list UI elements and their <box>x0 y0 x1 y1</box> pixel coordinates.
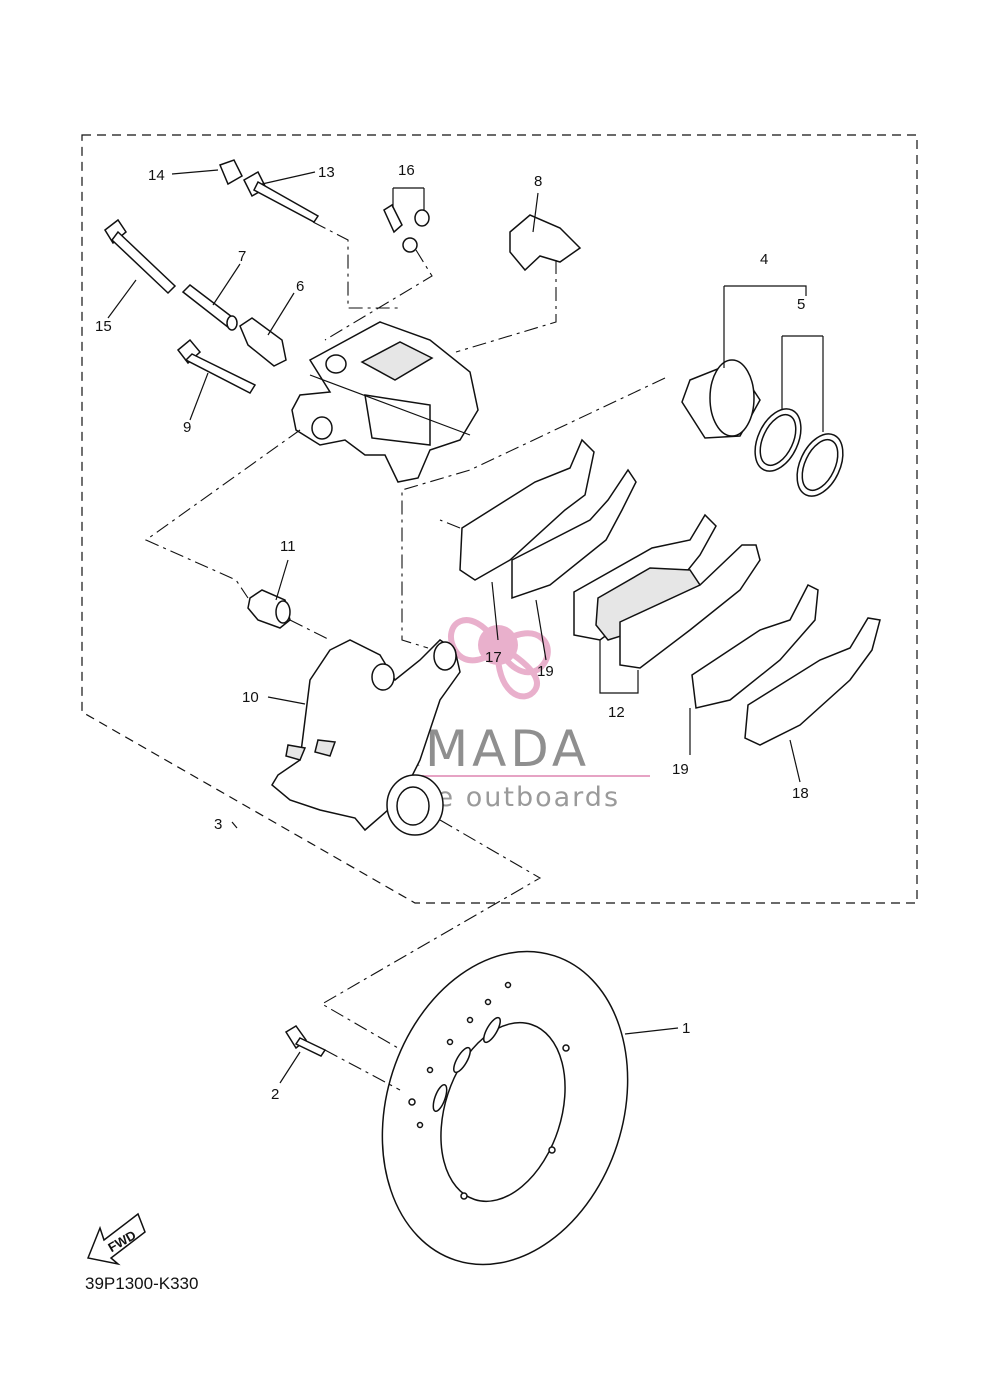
leader-lines <box>144 221 666 1091</box>
bolt-15 <box>104 218 177 295</box>
callout-3: 3 <box>214 816 222 833</box>
callout-10: 10 <box>242 689 259 706</box>
shim-18 <box>744 617 881 746</box>
callout-15: 15 <box>95 318 112 335</box>
fwd-arrow-icon: FWD <box>86 1212 146 1266</box>
pad-spring-8 <box>509 214 582 272</box>
diagram-code: 39P1300-K330 <box>85 1274 198 1293</box>
callout-lines <box>107 169 824 1084</box>
slide-pin-boot <box>247 589 291 629</box>
callout-8: 8 <box>534 173 542 190</box>
watermark-logo <box>448 617 551 700</box>
callout-6: 6 <box>296 278 304 295</box>
callout-19b: 19 <box>672 761 689 778</box>
pin-7 <box>181 284 238 331</box>
seal-5b <box>796 433 844 497</box>
callout-9: 9 <box>183 419 191 436</box>
callout-19a: 19 <box>537 663 554 680</box>
callout-4: 4 <box>760 251 768 268</box>
callout-5: 5 <box>797 296 805 313</box>
bleed-screw-16 <box>383 203 430 253</box>
caliper-bracket <box>271 639 461 836</box>
insulator-19-lower <box>691 583 819 709</box>
callout-labels: 1 2 3 4 5 6 7 8 9 10 11 12 13 14 15 16 1… <box>95 162 809 1103</box>
assembly-boundary <box>81 134 918 904</box>
piston-4 <box>681 359 761 439</box>
seal-5a <box>754 408 802 472</box>
disc-bolt-2 <box>284 1025 327 1057</box>
insulator-19-upper <box>511 468 637 600</box>
callout-13: 13 <box>318 164 335 181</box>
shim-17 <box>459 438 595 581</box>
cap-14 <box>219 159 243 186</box>
callout-11: 11 <box>280 538 296 555</box>
caliper-body <box>291 321 479 483</box>
callout-17: 17 <box>485 649 502 666</box>
callout-7: 7 <box>238 248 246 265</box>
bushing-6 <box>239 317 287 367</box>
callout-1: 1 <box>682 1020 690 1037</box>
pad-12-b <box>595 544 761 669</box>
callout-18: 18 <box>792 785 809 802</box>
callout-16: 16 <box>398 162 415 179</box>
callout-2: 2 <box>271 1086 279 1103</box>
brake-disc <box>381 950 629 1266</box>
bolt-9 <box>176 338 257 394</box>
callout-12: 12 <box>608 704 625 721</box>
callout-14: 14 <box>148 167 165 184</box>
